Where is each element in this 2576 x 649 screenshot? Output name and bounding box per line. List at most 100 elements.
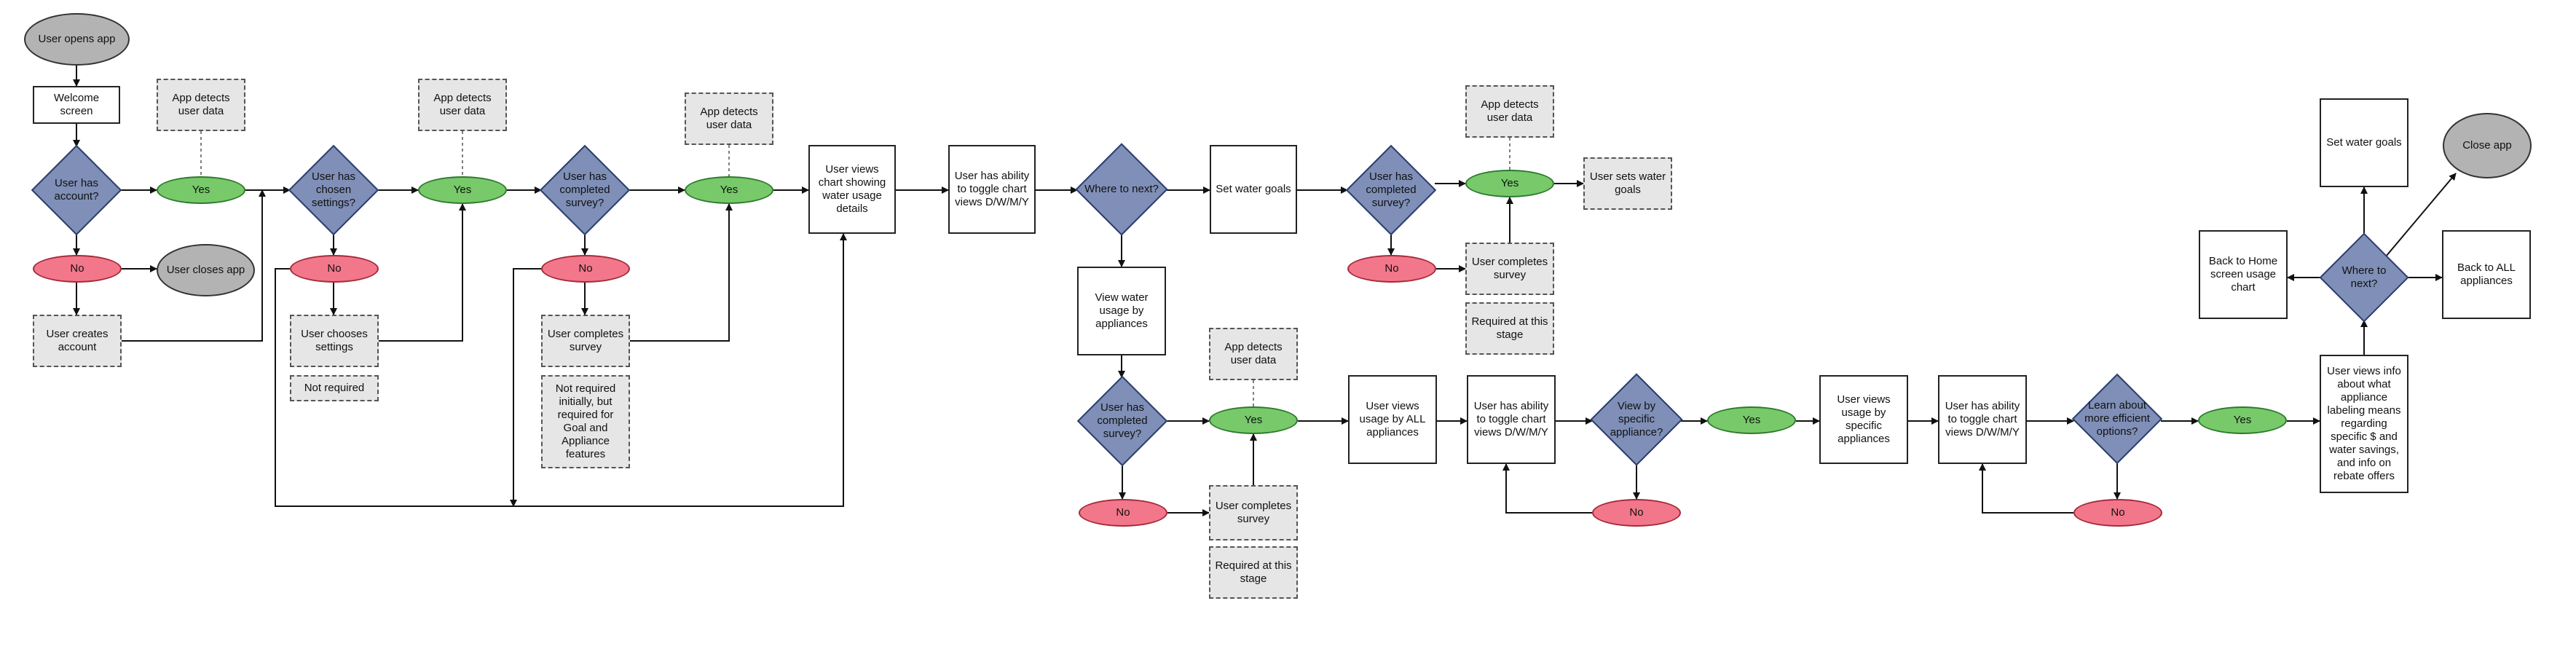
views-all-appliances-text: User views usage by ALL appliances bbox=[1359, 400, 1426, 438]
views-chart-text: User views chart showing water usage det… bbox=[818, 163, 886, 215]
box-views-chart: User views chart showing water usage det… bbox=[808, 145, 896, 234]
view-by-appliances-text: View water usage by appliances bbox=[1095, 291, 1149, 330]
box-views-specific: User views usage by specific appliances bbox=[1819, 375, 1908, 464]
no-completed-survey-2: No bbox=[1347, 255, 1436, 283]
box-views-all-appliances: User views usage by ALL appliances bbox=[1348, 375, 1437, 464]
note-user-completes-survey-3: User completes survey bbox=[1209, 485, 1298, 540]
learn-more-text: Learn about more efficient options? bbox=[2084, 399, 2150, 438]
user-closes-app-text: User closes app bbox=[166, 264, 245, 276]
connector-arrow-17 bbox=[630, 203, 733, 342]
completed-survey-3-text: User has completed survey? bbox=[1097, 401, 1148, 440]
note-detects-user-data-3: App detects user data bbox=[685, 93, 773, 145]
yes-learn-more: Yes bbox=[2198, 406, 2287, 434]
box-back-all-appliances: Back to ALL appliances bbox=[2442, 230, 2531, 319]
yes-survey-2-text: Yes bbox=[1500, 177, 1519, 189]
note-detects-user-data-2: App detects user data bbox=[418, 79, 507, 131]
back-home-text: Back to Home screen usage chart bbox=[2208, 255, 2278, 294]
note-survey-required-later: Not required initially, but required for… bbox=[541, 375, 630, 468]
welcome-screen-text: Welcome screen bbox=[53, 92, 100, 117]
connector-arrow-40 bbox=[1502, 463, 1592, 514]
box-toggle-views-2: User has ability to toggle chart views D… bbox=[1467, 375, 1556, 464]
box-toggle-views-3: User has ability to toggle chart views D… bbox=[1938, 375, 2027, 464]
toggle-views-1-text: User has ability to toggle chart views D… bbox=[954, 170, 1030, 208]
user-sets-goals-text: User sets water goals bbox=[1589, 170, 1666, 196]
has-account-text: User has account? bbox=[54, 177, 99, 202]
start-user-opens-app: User opens app bbox=[24, 13, 130, 66]
decision-where-next-2: Where to next? bbox=[2319, 232, 2409, 323]
note-user-creates-account: User creates account bbox=[33, 315, 122, 367]
views-specific-text: User views usage by specific appliances bbox=[1837, 393, 1891, 445]
end-user-closes-app: User closes app bbox=[157, 244, 255, 296]
view-by-specific-text: View by specific appliance? bbox=[1610, 400, 1663, 438]
yes-completed-survey-2: Yes bbox=[1465, 170, 1554, 197]
no-survey-2-text: No bbox=[1384, 262, 1399, 275]
creates-account-text: User creates account bbox=[46, 328, 109, 353]
no-learn-text: No bbox=[2111, 506, 2125, 519]
set-water-goals-2-text: Set water goals bbox=[2326, 136, 2402, 149]
back-all-text: Back to ALL appliances bbox=[2457, 261, 2516, 287]
yes-settings-text: Yes bbox=[453, 184, 472, 196]
decision-chosen-settings: User has chosen settings? bbox=[288, 144, 379, 236]
yes-specific-text: Yes bbox=[1742, 414, 1761, 426]
no-chosen-settings: No bbox=[290, 255, 379, 283]
note-detects-user-data-5: App detects user data bbox=[1209, 328, 1298, 380]
completes-survey-3-text: User completes survey bbox=[1215, 500, 1292, 525]
required-stage-1-text: Required at this stage bbox=[1471, 315, 1548, 341]
survey-note-1-text: Not required initially, but required for… bbox=[555, 382, 616, 460]
note-required-at-stage-2: Required at this stage bbox=[1209, 546, 1298, 599]
no-specific-text: No bbox=[1629, 506, 1644, 519]
connector-arrow-19 bbox=[275, 233, 847, 507]
yes-account-text: Yes bbox=[192, 184, 210, 196]
decision-completed-survey-3: User has completed survey? bbox=[1076, 375, 1168, 467]
no-completed-survey-1: No bbox=[541, 255, 630, 283]
toggle-views-2-text: User has ability to toggle chart views D… bbox=[1473, 400, 1549, 438]
decision-completed-survey-2: User has completed survey? bbox=[1345, 144, 1437, 236]
decision-learn-more: Learn about more efficient options? bbox=[2071, 373, 2163, 465]
no-view-by-specific: No bbox=[1592, 499, 1681, 527]
completed-survey-1-text: User has completed survey? bbox=[559, 170, 610, 209]
decision-where-next-1: Where to next? bbox=[1075, 143, 1168, 236]
box-back-home: Back to Home screen usage chart bbox=[2199, 230, 2288, 319]
detect-3-text: App detects user data bbox=[700, 106, 758, 131]
no-account-text: No bbox=[70, 262, 84, 275]
decision-completed-survey-1: User has completed survey? bbox=[539, 144, 631, 236]
completed-survey-2-text: User has completed survey? bbox=[1366, 170, 1417, 209]
detect-5-text: App detects user data bbox=[1224, 341, 1283, 366]
end-close-app: Close app bbox=[2443, 113, 2532, 178]
yes-view-by-specific: Yes bbox=[1707, 406, 1796, 434]
user-opens-app-text: User opens app bbox=[38, 33, 116, 45]
note-user-chooses-settings: User chooses settings bbox=[290, 315, 379, 367]
no-survey-3-text: No bbox=[1116, 506, 1130, 519]
box-set-water-goals-1: Set water goals bbox=[1210, 145, 1297, 234]
yes-survey-1-text: Yes bbox=[720, 184, 738, 196]
note-user-completes-survey-1: User completes survey bbox=[541, 315, 630, 367]
note-user-completes-survey-2: User completes survey bbox=[1465, 243, 1554, 295]
where-next-2-text: Where to next? bbox=[2341, 264, 2387, 290]
not-required-text: Not required bbox=[304, 382, 365, 394]
yes-learn-text: Yes bbox=[2233, 414, 2252, 426]
no-has-account: No bbox=[33, 255, 122, 283]
note-detects-user-data-4: App detects user data bbox=[1465, 85, 1554, 138]
decision-view-by-specific: View by specific appliance? bbox=[1590, 373, 1683, 466]
completes-survey-2-text: User completes survey bbox=[1471, 256, 1548, 281]
welcome-screen-box: Welcome screen bbox=[33, 86, 120, 124]
chosen-settings-text: User has chosen settings? bbox=[311, 170, 356, 209]
set-water-goals-1-text: Set water goals bbox=[1216, 183, 1291, 195]
yes-has-account: Yes bbox=[157, 176, 245, 204]
note-detects-user-data-1: App detects user data bbox=[157, 79, 245, 131]
detect-2-text: App detects user data bbox=[433, 92, 492, 117]
no-settings-text: No bbox=[327, 262, 342, 275]
no-learn-more: No bbox=[2073, 499, 2162, 527]
required-stage-2-text: Required at this stage bbox=[1215, 559, 1292, 585]
box-labeling-info: User views info about what appliance lab… bbox=[2320, 355, 2408, 493]
note-required-at-stage-1: Required at this stage bbox=[1465, 302, 1554, 355]
close-app-text: Close app bbox=[2462, 139, 2512, 152]
yes-completed-survey-1: Yes bbox=[685, 176, 773, 204]
labeling-info-text: User views info about what appliance lab… bbox=[2327, 365, 2401, 482]
decision-has-account: User has account? bbox=[31, 144, 122, 236]
connector-arrow-12 bbox=[379, 203, 466, 342]
chooses-settings-text: User chooses settings bbox=[301, 328, 368, 353]
detect-1-text: App detects user data bbox=[172, 92, 230, 117]
